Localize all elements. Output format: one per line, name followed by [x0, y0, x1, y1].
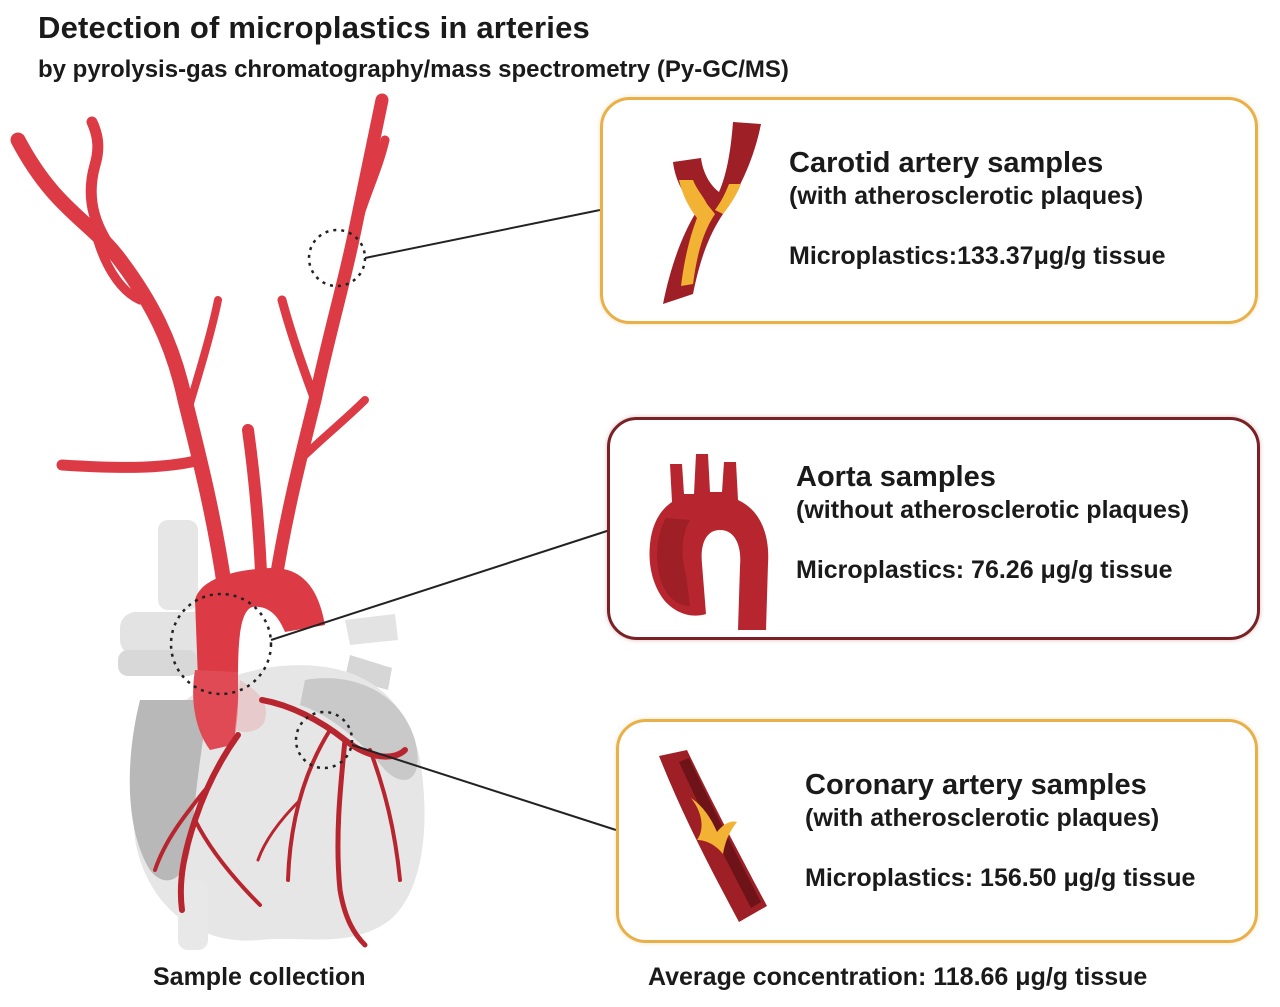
neck-arteries	[10, 93, 390, 601]
carotid-sample-card: Carotid artery samples (with atheroscler…	[600, 97, 1258, 324]
carotid-card-title: Carotid artery samples	[789, 147, 1104, 179]
page-subtitle: by pyrolysis-gas chromatography/mass spe…	[38, 56, 789, 83]
connector-lines	[270, 209, 617, 831]
sample-collection-label: Sample collection	[153, 963, 366, 991]
aorta-icon	[649, 454, 769, 630]
coronary-sample-card: Coronary artery samples (with atheroscle…	[616, 719, 1258, 943]
coronary-card-subtitle: (with atherosclerotic plaques)	[805, 804, 1160, 832]
aorta-card-value: Microplastics: 76.26 μg/g tissue	[796, 556, 1173, 584]
coronary-card-title: Coronary artery samples	[805, 769, 1147, 801]
carotid-card-value: Microplastics:133.37μg/g tissue	[789, 242, 1166, 270]
carotid-artery-icon	[663, 122, 761, 304]
aorta-card-subtitle: (without atherosclerotic plaques)	[796, 496, 1190, 524]
average-concentration-label: Average concentration: 118.66 μg/g tissu…	[648, 963, 1148, 991]
aorta-shape	[193, 567, 325, 750]
aorta-card-title: Aorta samples	[796, 461, 996, 493]
coronary-arteries	[153, 697, 408, 948]
carotid-card-subtitle: (with atherosclerotic plaques)	[789, 182, 1144, 210]
coronary-card-value: Microplastics: 156.50 μg/g tissue	[805, 864, 1196, 892]
aorta-sample-card: Aorta samples (without atherosclerotic p…	[607, 417, 1260, 640]
page-title: Detection of microplastics in arteries	[38, 10, 590, 45]
coronary-artery-icon	[659, 750, 767, 922]
